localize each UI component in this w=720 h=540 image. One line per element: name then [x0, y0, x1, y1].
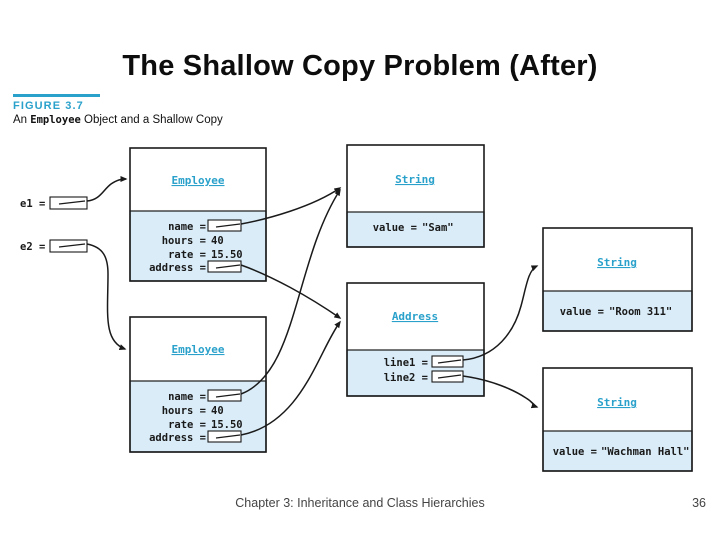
variable-e2-label: e2 = [20, 241, 45, 253]
field-value-label: value = [560, 306, 604, 318]
arrow-employee1-name-to-string-sam [240, 187, 342, 225]
field-name-label: name = [168, 221, 206, 233]
pointer-tick [215, 264, 241, 269]
field-value-value: "Wachman Hall" [601, 446, 690, 458]
arrow-e2-to-employee2 [86, 243, 127, 350]
employee-object-2-classname: Employee [172, 343, 225, 356]
field-hours-value: 40 [211, 405, 224, 417]
field-line1-label: line1 = [384, 357, 428, 369]
employee-object-1-body [129, 210, 267, 282]
employee-object-1-classname: Employee [172, 174, 225, 187]
employee-object-2-border [129, 316, 267, 453]
arrow-employee2-name-to-string-sam [240, 188, 341, 395]
field-hours-value: 40 [211, 235, 224, 247]
employee-object-1-border [129, 147, 267, 282]
field-rate-value: 15.50 [211, 249, 243, 261]
address-object: Address line1 = line2 = [346, 282, 485, 397]
pointer-tick [58, 243, 86, 248]
figure-caption-block: FIGURE 3.7 An Employee Object and a Shal… [13, 94, 223, 126]
string-object-room311-border [542, 227, 693, 332]
figure-rule [13, 94, 100, 97]
figure-caption: An Employee Object and a Shallow Copy [13, 114, 223, 126]
variable-e1: e1 = [20, 196, 88, 210]
arrow-line1-to-string-room311 [462, 265, 539, 361]
field-rate-label: rate = [168, 419, 206, 431]
pointer-tick [215, 393, 241, 398]
pointer-tick [215, 434, 241, 439]
field-rate-value: 15.50 [211, 419, 243, 431]
address-object-classname: Address [392, 310, 438, 323]
employee-object-1: Employee name = hours = 40 rate = 15.50 … [129, 147, 267, 282]
string-object-room311-classname: String [597, 256, 637, 269]
field-value-value: "Room 311" [609, 306, 672, 318]
string-object-sam-body [346, 211, 485, 248]
field-value-label: value = [373, 222, 417, 234]
arrow-e1-to-employee1 [86, 176, 128, 202]
field-address-label: address = [149, 262, 206, 274]
pointer-tick [437, 359, 462, 364]
field-name-label: name = [168, 391, 206, 403]
slide-title: The Shallow Copy Problem (After) [122, 50, 598, 82]
field-hours-label: hours = [162, 405, 206, 417]
string-object-sam: String value = "Sam" [346, 144, 485, 248]
variable-e1-label: e1 = [20, 198, 45, 210]
field-value-value: "Sam" [422, 222, 454, 234]
string-object-wachman: String value = "Wachman Hall" [542, 367, 693, 472]
string-object-wachman-body [542, 430, 693, 472]
pointer-tick [437, 374, 462, 379]
figure-caption-suffix: Object and a Shallow Copy [80, 113, 223, 126]
page-number: 36 [692, 496, 706, 510]
field-line2-label: line2 = [384, 372, 428, 384]
employee-object-2: Employee name = hours = 40 rate = 15.50 … [129, 316, 267, 453]
figure-caption-classname: Employee [30, 113, 81, 126]
address-object-border [346, 282, 485, 397]
figure-label: FIGURE 3.7 [13, 99, 84, 112]
string-object-wachman-classname: String [597, 396, 637, 409]
string-object-sam-classname: String [395, 173, 435, 186]
string-object-wachman-border [542, 367, 693, 472]
variable-e2: e2 = [20, 239, 88, 253]
string-object-sam-border [346, 144, 485, 248]
footer-chapter-text: Chapter 3: Inheritance and Class Hierarc… [235, 496, 485, 510]
arrow-employee2-address-to-address [240, 320, 341, 436]
pointer-tick [58, 200, 86, 205]
field-value-label: value = [553, 446, 597, 458]
pointer-tick [215, 223, 241, 228]
arrow-employee1-address-to-address [240, 264, 342, 319]
arrow-line2-to-string-wachman [462, 375, 539, 409]
field-hours-label: hours = [162, 235, 206, 247]
string-object-room311: String value = "Room 311" [542, 227, 693, 332]
field-address-label: address = [149, 432, 206, 444]
figure-caption-prefix: An [13, 113, 31, 126]
field-rate-label: rate = [168, 249, 206, 261]
